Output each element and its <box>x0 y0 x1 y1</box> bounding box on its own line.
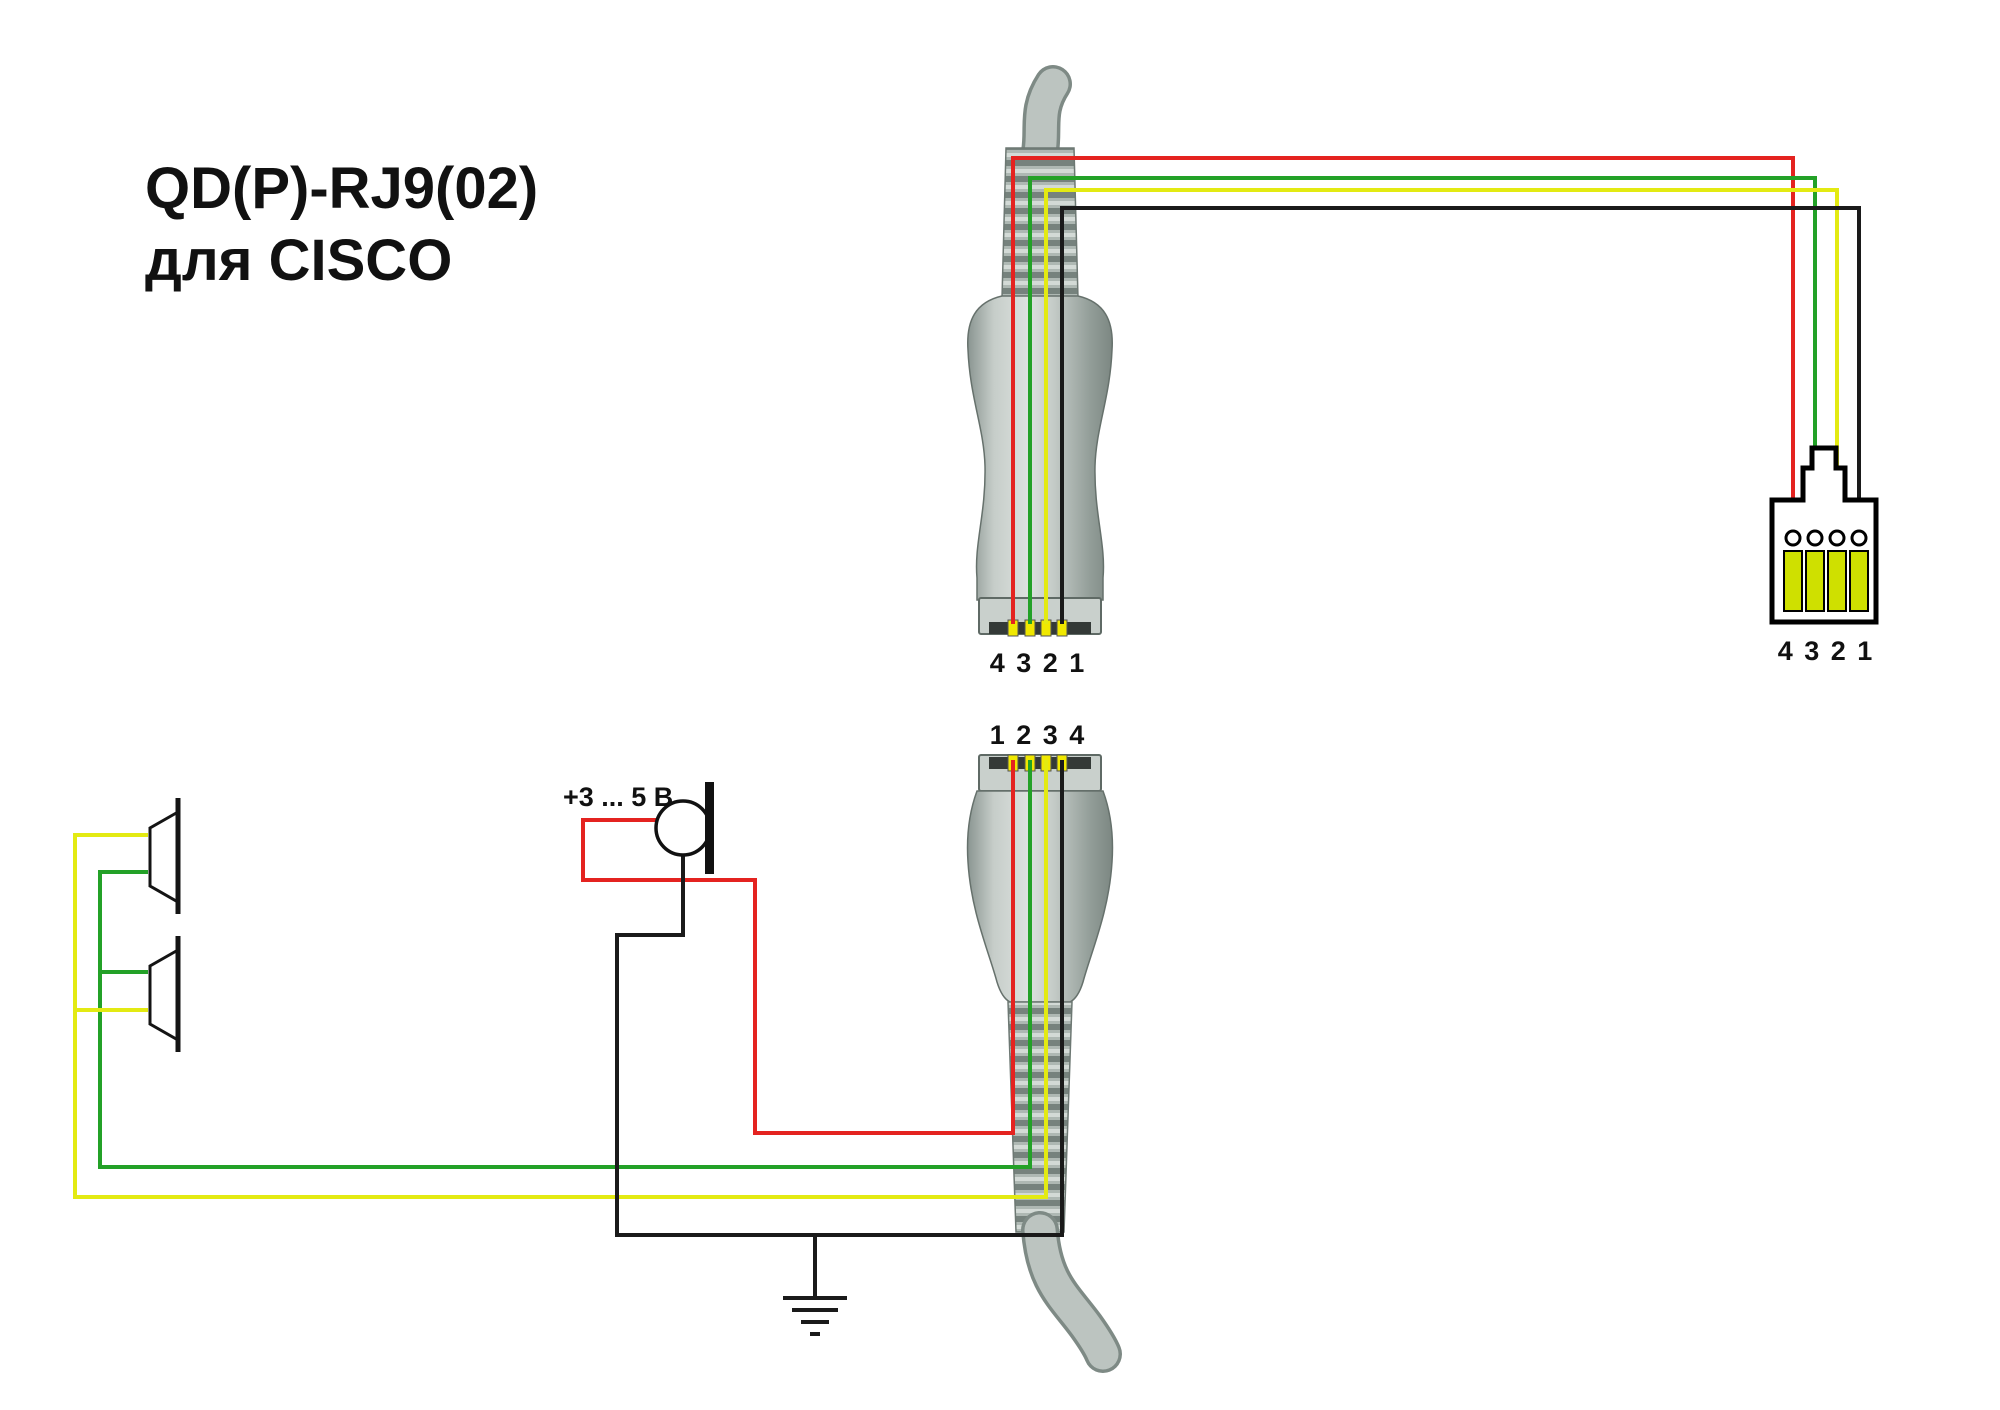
speaker-bottom <box>148 936 181 1052</box>
ground-symbol <box>783 1235 847 1336</box>
qd-connector-top: 4 3 2 1 <box>967 65 1113 678</box>
title-line-1: QD(P)-RJ9(02) <box>145 156 538 221</box>
rj9-pin-circles <box>1784 529 1868 547</box>
rj9-connector: 4 3 2 1 <box>1769 445 1879 666</box>
qd-bottom-cable <box>1024 1214 1119 1370</box>
qd-bottom-body <box>966 790 1114 1003</box>
mic-voltage-label: +3 ... 5 В <box>563 782 673 812</box>
rj9-pin-2 <box>1827 550 1847 612</box>
qd-top-pin-numbers: 4 3 2 1 <box>990 648 1087 678</box>
microphone: +3 ... 5 В <box>563 782 714 874</box>
speaker-top-cone <box>148 809 180 905</box>
qd-bottom-pin-numbers: 1 2 3 4 <box>990 720 1087 750</box>
rj9-pin-circle-3 <box>1806 529 1824 547</box>
wire-red-mic-supply <box>581 760 1015 1135</box>
qd-to-transducer-wires <box>73 760 1064 1237</box>
title-line-2: для CISCO <box>145 228 452 293</box>
rj9-pin-numbers: 4 3 2 1 <box>1778 636 1875 666</box>
qd-connector-bottom: 1 2 3 4 <box>966 720 1122 1373</box>
speaker-top <box>148 798 181 914</box>
speaker-bottom-cone <box>148 947 180 1043</box>
rj9-pin-contacts <box>1783 550 1869 612</box>
qd-to-rj9-wires <box>1011 156 1861 624</box>
rj9-pin-circle-1 <box>1850 529 1868 547</box>
qd-top-contact-slot <box>989 622 1091 634</box>
rj9-pin-4 <box>1783 550 1803 612</box>
microphone-capsule-bar <box>705 782 714 874</box>
rj9-pin-circle-2 <box>1828 529 1846 547</box>
wire-yellow-qd-rj9 <box>1044 188 1839 624</box>
wire-red-qd-rj9 <box>1011 156 1795 624</box>
rj9-pin-1 <box>1849 550 1869 612</box>
wire-black-qd-rj9 <box>1060 206 1861 624</box>
qd-top-body <box>967 295 1113 601</box>
wire-yellow-speakers <box>73 760 1048 1199</box>
wire-green-qd-rj9 <box>1028 176 1817 624</box>
title-block: QD(P)-RJ9(02) для CISCO <box>145 156 538 293</box>
rj9-pin-circle-4 <box>1784 529 1802 547</box>
rj9-pin-3 <box>1805 550 1825 612</box>
wire-black-ground <box>615 760 1064 1237</box>
wire-green-speakers <box>98 760 1032 1169</box>
qd-top-cable <box>1024 68 1069 168</box>
qd-bottom-contact-slot <box>989 757 1091 769</box>
